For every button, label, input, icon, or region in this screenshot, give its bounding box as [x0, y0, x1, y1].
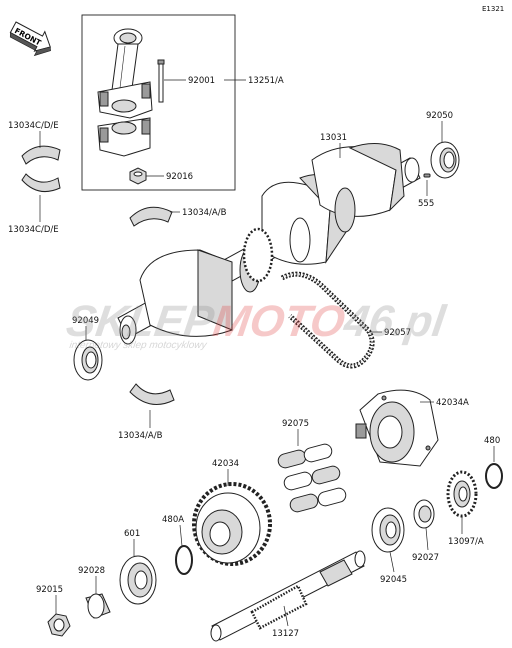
ball-bearing-left [119, 555, 157, 605]
crankshaft [117, 143, 421, 345]
label-13031: 13031 [320, 133, 347, 143]
circlip-480a [175, 545, 193, 575]
label-42034a: 42034A [436, 398, 469, 408]
connecting-rod [97, 28, 153, 119]
spacer [413, 499, 435, 529]
rod-bearing-upper [21, 145, 61, 165]
label-13127: 13127 [272, 629, 299, 639]
label-42034: 42034 [212, 459, 239, 469]
damper-rubbers [277, 443, 347, 513]
label-92045: 92045 [380, 575, 407, 585]
main-bearing-upper [129, 206, 173, 227]
rod-nut [129, 167, 147, 185]
label-92075: 92075 [282, 419, 309, 429]
rod-bolt [157, 59, 165, 103]
rod-bearing-lower [21, 173, 61, 193]
balancer-gear [192, 482, 272, 566]
watermark: SKLEPMOTO46.pl internetowy sklep motocyk… [63, 297, 450, 351]
label-13034cde-bottom: 13034C/D/E [8, 225, 59, 235]
label-13097-a: 13097/A [448, 537, 484, 547]
front-arrow-icon: FRONT [9, 21, 51, 57]
watermark-pl: .pl [390, 297, 450, 346]
label-13034cde-top: 13034C/D/E [8, 121, 59, 131]
label-92027: 92027 [412, 553, 439, 563]
label-92015: 92015 [36, 585, 63, 595]
cam-chain [280, 271, 375, 369]
circlip-480 [485, 463, 503, 489]
watermark-sklep: SKLEP [63, 297, 217, 346]
svg-text:SKLEPMOTO46.pl: SKLEPMOTO46.pl [63, 297, 450, 346]
main-bearing-lower [129, 383, 175, 405]
collar [85, 593, 111, 619]
label-92016: 92016 [166, 172, 193, 182]
label-480: 480 [484, 436, 500, 446]
crankshaft-gear [242, 227, 274, 283]
watermark-46: 46 [340, 297, 397, 346]
watermark-moto: MOTO [210, 297, 348, 346]
gear-housing [355, 389, 439, 467]
label-92049: 92049 [72, 316, 99, 326]
small-gear [446, 470, 478, 518]
balancer-shaft [210, 550, 366, 642]
label-13251-a: 13251/A [248, 76, 284, 86]
label-92028: 92028 [78, 566, 105, 576]
label-13034ab-top: 13034/A/B [182, 208, 227, 218]
connecting-rod-box [81, 14, 236, 191]
oil-seal-right [430, 141, 460, 179]
label-92050: 92050 [426, 111, 453, 121]
label-92057: 92057 [384, 328, 411, 338]
watermark-tagline: internetowy sklep motocyklowy [69, 340, 209, 351]
label-601: 601 [124, 529, 140, 539]
shaft-nut [47, 613, 71, 637]
oil-seal-left [73, 339, 103, 381]
label-92001: 92001 [188, 76, 215, 86]
label-555: 555 [418, 199, 434, 209]
diagram-code: E1321 [482, 5, 504, 13]
connecting-rod-cap [97, 117, 151, 157]
key-pin [423, 173, 431, 178]
label-480a: 480A [162, 515, 184, 525]
ball-bearing-right [371, 507, 405, 553]
label-13034ab-bottom: 13034/A/B [118, 431, 163, 441]
